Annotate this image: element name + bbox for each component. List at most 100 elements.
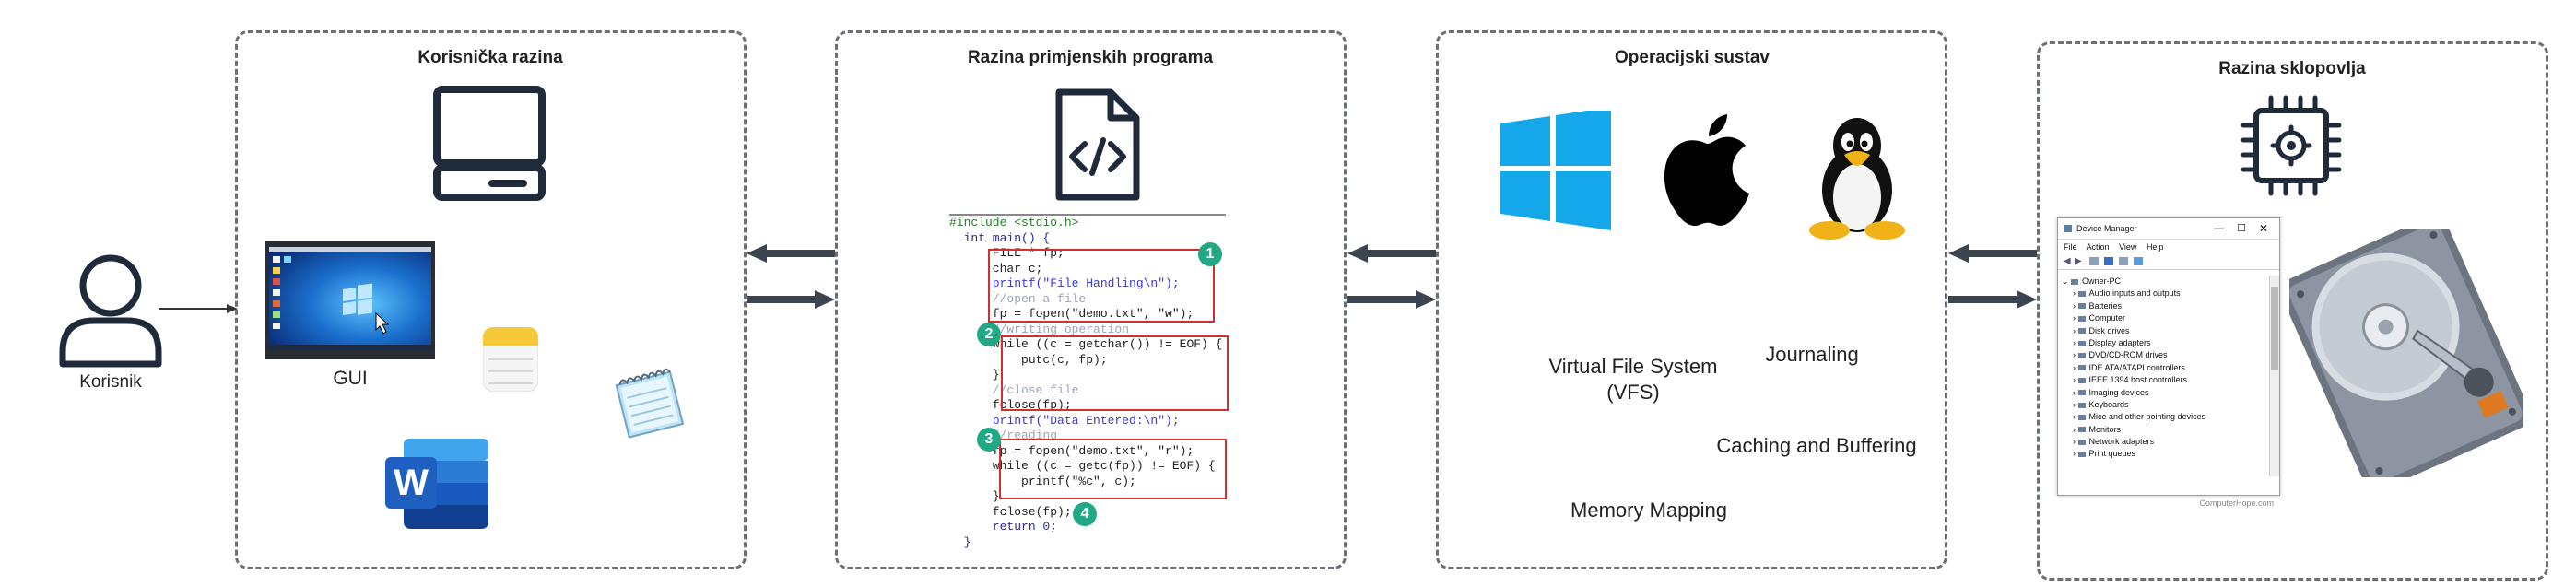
expand-icon: ›	[2073, 387, 2078, 397]
menu-action[interactable]: Action	[2086, 242, 2110, 252]
code-line: fp = fopen("demo.txt", "w");	[949, 307, 1194, 321]
device-category-icon	[2077, 427, 2086, 433]
help-icon[interactable]	[2104, 257, 2113, 265]
forward-icon[interactable]: ▶	[2075, 256, 2082, 266]
journaling-label: Journaling	[1765, 343, 1859, 366]
device-tree-scrollbar[interactable]	[2269, 276, 2279, 476]
notes-app-icon	[483, 327, 538, 392]
device-category-icon	[2077, 402, 2086, 408]
linux-tux-icon	[1809, 118, 1905, 240]
code-line: printf("Data Entered:\n");	[949, 413, 1180, 428]
user-level-panel	[235, 30, 747, 569]
code-line: return 0;	[949, 520, 1058, 534]
tree-item[interactable]: › Imaging devices	[2062, 387, 2266, 399]
apple-logo-icon	[1664, 114, 1749, 227]
user-level-title: Korisnička razina	[418, 48, 563, 67]
user-label: Korisnik	[79, 372, 142, 392]
step-badge-4: 4	[1073, 502, 1097, 526]
gui-desktop-screenshot	[265, 241, 435, 359]
tree-item[interactable]: › Monitors	[2062, 424, 2266, 436]
device-category-icon	[2077, 303, 2086, 310]
device-tree: ⌄ Owner-PC › Audio inputs and outputs › …	[2062, 276, 2266, 461]
tree-item[interactable]: › Keyboards	[2062, 399, 2266, 411]
vfs-text: Virtual File System (VFS)	[1548, 355, 1718, 404]
tree-item[interactable]: › Mice and other pointing devices	[2062, 411, 2266, 423]
computer-icon	[433, 86, 546, 201]
minimize-icon[interactable]: —	[2214, 223, 2224, 234]
menu-view[interactable]: View	[2119, 242, 2137, 252]
code-line: putc(c, fp);	[949, 352, 1108, 367]
expand-icon: ›	[2073, 350, 2078, 360]
tree-item[interactable]: › IDE ATA/ATAPI controllers	[2062, 362, 2266, 374]
close-icon[interactable]: ✕	[2258, 222, 2268, 235]
expand-icon: ›	[2073, 337, 2078, 347]
windows-logo-icon	[1500, 111, 1611, 230]
step-badge-1: 1	[1198, 242, 1222, 266]
tree-item-label: IEEE 1394 host controllers	[2088, 375, 2188, 385]
tree-root[interactable]: ⌄ Owner-PC	[2062, 276, 2266, 288]
device-category-icon	[2077, 352, 2086, 358]
root-chevron-icon: ⌄	[2062, 276, 2072, 286]
expand-icon: ›	[2073, 424, 2078, 434]
device-category-icon	[2077, 365, 2086, 371]
tree-root-label: Owner-PC	[2082, 276, 2122, 286]
read-file-highlight	[999, 439, 1227, 499]
hardware-level-title: Razina sklopovlja	[2218, 59, 2366, 78]
expand-icon: ›	[2073, 362, 2078, 372]
tree-item-label: IDE ATA/ATAPI controllers	[2088, 362, 2185, 372]
processor-chip-icon	[2241, 95, 2342, 196]
tree-item[interactable]: › Audio inputs and outputs	[2062, 288, 2266, 299]
expand-icon: ›	[2073, 325, 2078, 335]
device-category-icon	[2077, 439, 2086, 445]
gui-label: GUI	[333, 368, 368, 389]
back-icon[interactable]: ◀	[2064, 256, 2071, 266]
code-line: char c;	[949, 261, 1043, 276]
code-line: }	[949, 534, 971, 549]
device-manager-app-icon	[2064, 225, 2072, 232]
expand-icon: ›	[2073, 399, 2078, 409]
tree-item-label: Keyboards	[2088, 399, 2129, 409]
source-watermark: ComputerHope.com	[2199, 499, 2274, 508]
hard-drive-icon	[2289, 229, 2523, 477]
tree-item[interactable]: › DVD/CD-ROM drives	[2062, 349, 2266, 361]
os-level-panel	[1436, 30, 1947, 569]
write-file-highlight	[1001, 335, 1229, 411]
code-line: fclose(fp);	[949, 504, 1072, 519]
scan-hardware-icon[interactable]	[2134, 257, 2143, 265]
device-manager-title: Device Manager	[2076, 224, 2137, 233]
tree-item[interactable]: › Computer	[2062, 312, 2266, 324]
expand-icon: ›	[2073, 313, 2078, 323]
word-icon: W	[385, 439, 488, 529]
tree-item[interactable]: › Network adapters	[2062, 436, 2266, 448]
code-line: while ((c = getc(fp)) != EOF) {	[949, 459, 1216, 473]
properties-icon[interactable]	[2089, 257, 2099, 265]
update-driver-icon[interactable]	[2119, 257, 2128, 265]
tree-item[interactable]: › IEEE 1394 host controllers	[2062, 374, 2266, 386]
user-icon	[59, 254, 162, 368]
code-line: //writing operation	[949, 322, 1130, 336]
vfs-label: Virtual File System (VFS)	[1532, 354, 1735, 405]
menu-file[interactable]: File	[2064, 242, 2077, 252]
expand-icon: ›	[2073, 375, 2078, 385]
device-category-icon	[2077, 390, 2086, 396]
device-manager-toolbar: ◀ ▶	[2058, 254, 2279, 270]
application-level-panel	[835, 30, 1347, 569]
maximize-icon[interactable]: ☐	[2237, 223, 2246, 234]
hw-to-os-arrow	[1948, 244, 2037, 263]
user-to-gui-arrow	[159, 304, 238, 313]
device-manager-window: Device Manager — ☐ ✕ File Action View He…	[2057, 217, 2280, 508]
apps-to-os-arrow	[1347, 290, 1436, 309]
tree-item[interactable]: › Batteries	[2062, 300, 2266, 312]
tree-item-label: DVD/CD-ROM drives	[2088, 350, 2168, 360]
tree-item[interactable]: › Display adapters	[2062, 337, 2266, 349]
tree-item[interactable]: › Print queues	[2062, 448, 2266, 460]
device-manager-menubar: File Action View Help	[2058, 240, 2279, 254]
code-line: #include <stdio.h>	[949, 216, 1079, 229]
code-line: printf("File Handling\n");	[949, 276, 1180, 290]
tree-item[interactable]: › Disk drives	[2062, 325, 2266, 337]
tree-item-label: Disk drives	[2088, 325, 2130, 335]
expand-icon: ›	[2073, 449, 2078, 459]
device-category-icon	[2077, 291, 2086, 298]
menu-help[interactable]: Help	[2146, 242, 2164, 252]
scrollbar-thumb[interactable]	[2271, 287, 2278, 370]
